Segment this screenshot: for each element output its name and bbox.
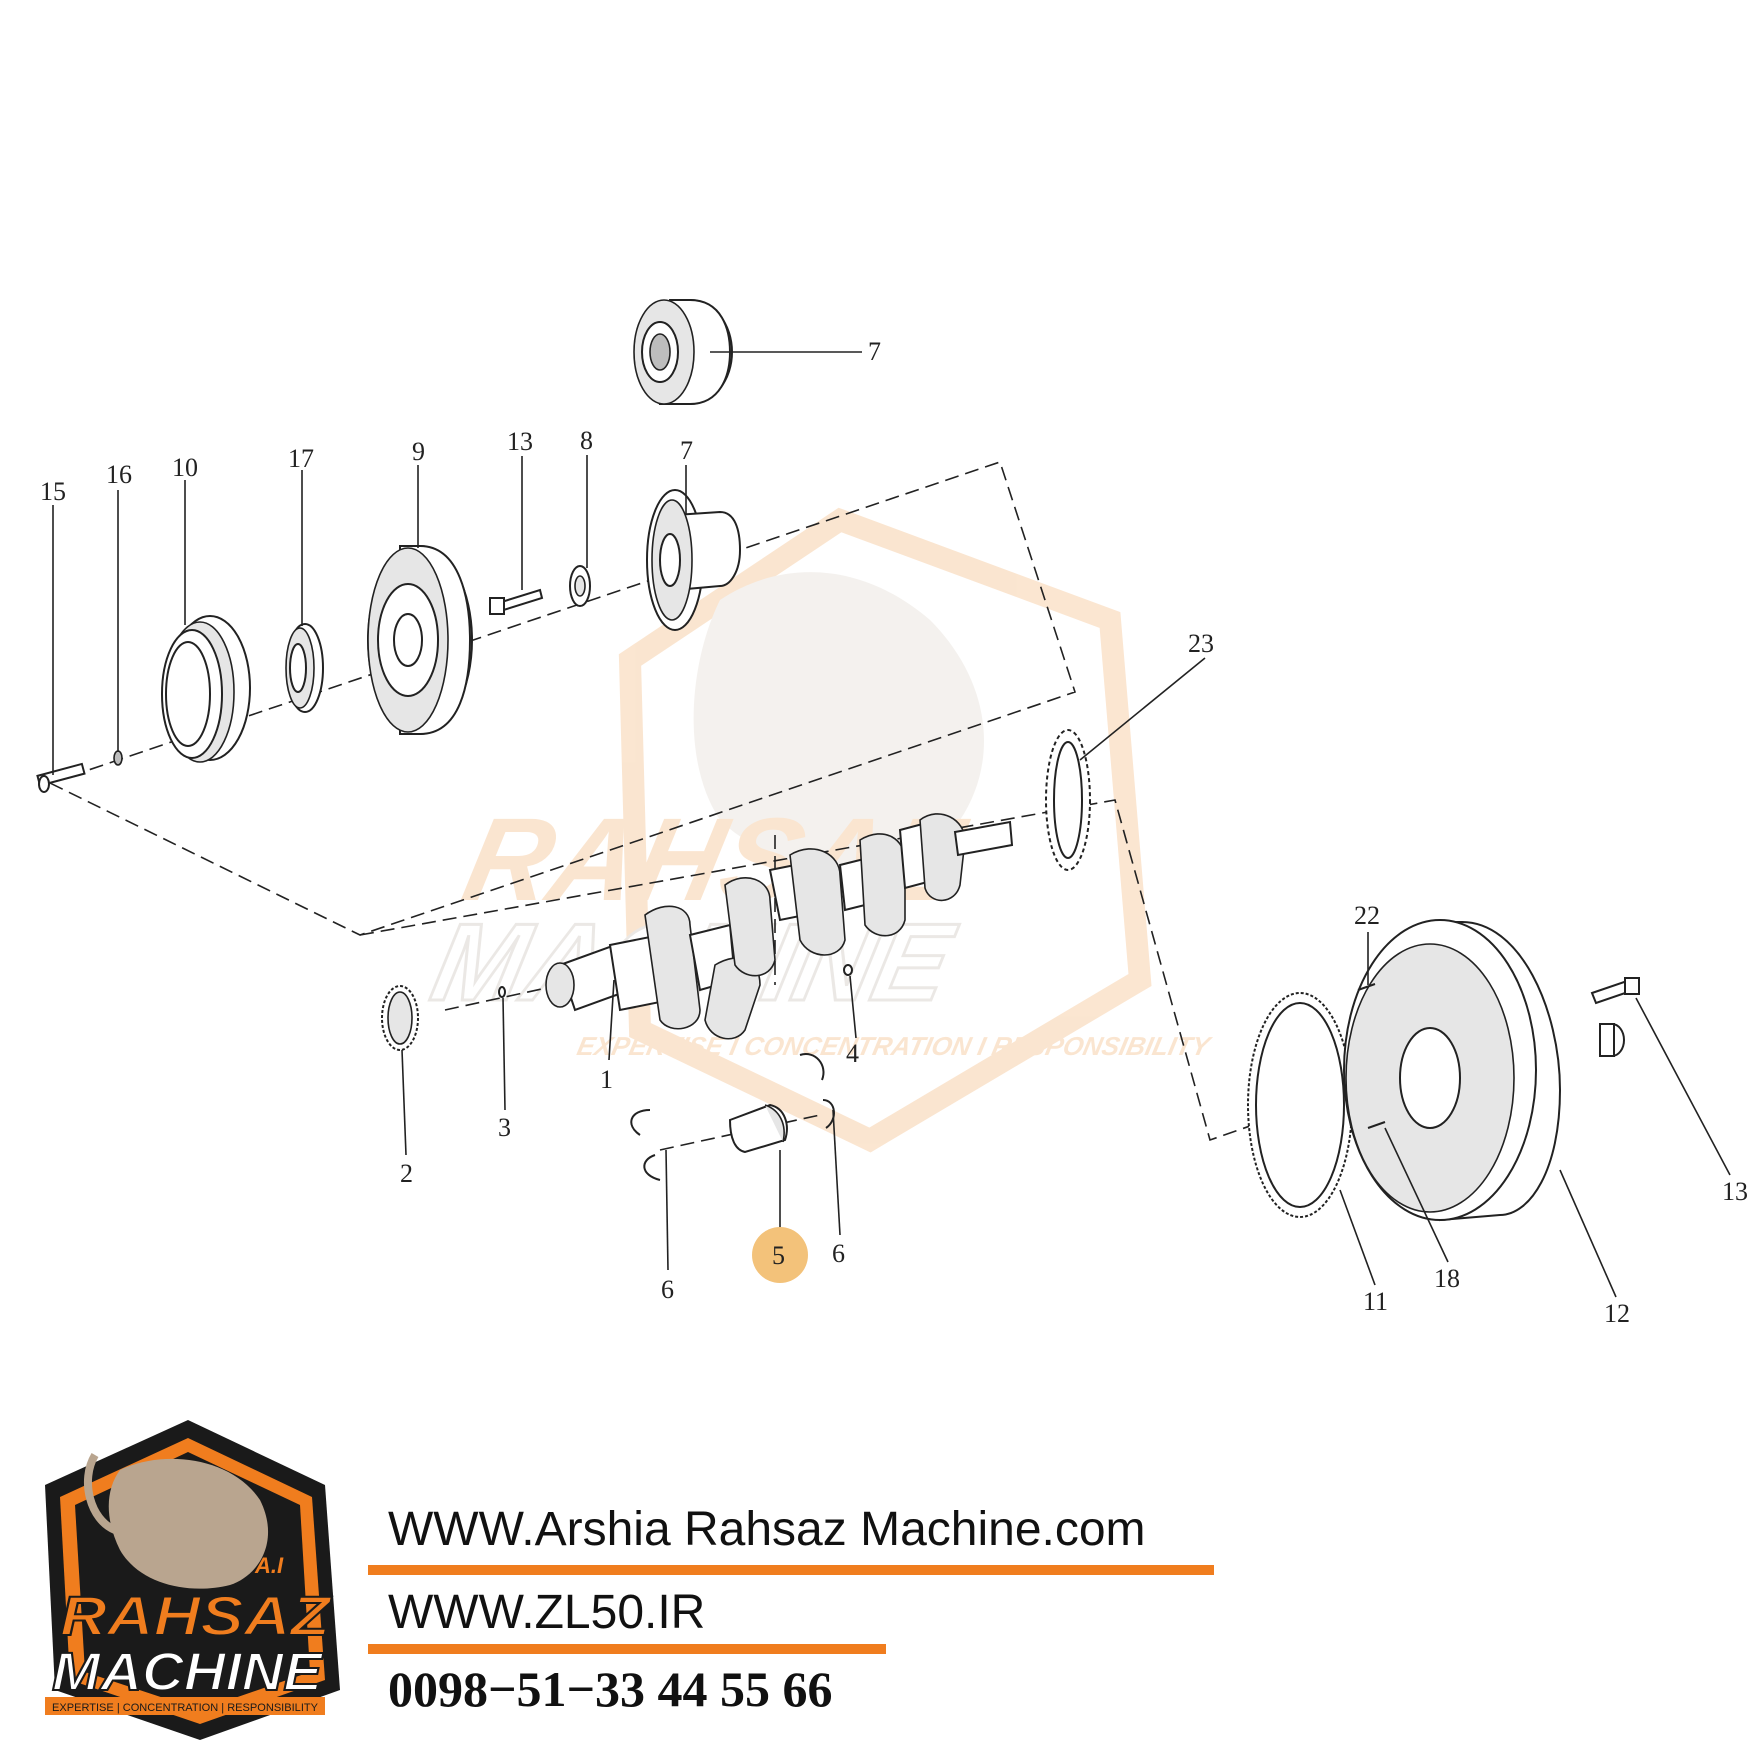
callout-23: 23 bbox=[1188, 629, 1214, 658]
part-18-dowel bbox=[1367, 1121, 1386, 1129]
logo-line1: RAHSAZ bbox=[60, 1584, 332, 1647]
callout-4: 4 bbox=[846, 1039, 859, 1068]
website-link-secondary[interactable]: WWW.ZL50.IR bbox=[388, 1586, 706, 1639]
callout-8: 8 bbox=[580, 426, 593, 455]
callout-13-left: 13 bbox=[507, 427, 533, 456]
part-6-thrust-washer-left bbox=[630, 1109, 661, 1181]
part-2-gear bbox=[381, 985, 419, 1051]
callout-16: 16 bbox=[106, 460, 132, 489]
website-link-primary[interactable]: WWW.Arshia Rahsaz Machine.com bbox=[388, 1503, 1146, 1556]
part-17-plate bbox=[285, 623, 324, 713]
orange-divider-2 bbox=[368, 1644, 886, 1654]
part-13-bolt bbox=[489, 588, 544, 615]
orange-divider-1 bbox=[368, 1565, 1214, 1575]
callout-3: 3 bbox=[498, 1113, 511, 1142]
part-7-bushing bbox=[633, 299, 733, 405]
part-10-pulley bbox=[161, 615, 251, 763]
callout-1: 1 bbox=[600, 1065, 613, 1094]
callout-22: 22 bbox=[1354, 901, 1380, 930]
part-11-ring-gear bbox=[1247, 992, 1353, 1218]
background-watermark: RAHSAZ MACHINE EXPERTISE I CONCENTRATION… bbox=[421, 507, 1215, 1153]
part-12-flywheel bbox=[1343, 919, 1562, 1222]
bushing-small bbox=[1599, 1023, 1625, 1057]
callout-labels: 7 15 16 10 17 9 13 8 7 23 22 4 1 2 3 6 5… bbox=[40, 337, 1748, 1328]
part-6-thrust-washer-right bbox=[799, 1053, 835, 1129]
callout-18: 18 bbox=[1434, 1264, 1460, 1293]
rahsaz-machine-logo: A.I RAHSAZ MACHINE EXPERTISE | CONCENTRA… bbox=[45, 1420, 340, 1740]
part-23-gear-ring bbox=[1045, 729, 1091, 871]
callout-7-hub: 7 bbox=[680, 436, 693, 465]
part-22-dowel bbox=[1357, 983, 1376, 991]
phone-number: 0098−51−33 44 55 66 bbox=[388, 1661, 833, 1717]
callout-13-right: 13 bbox=[1722, 1177, 1748, 1206]
watermark-tagline: EXPERTISE I CONCENTRATION I RESPONSIBILI… bbox=[574, 1031, 1214, 1061]
part-9-damper bbox=[367, 545, 473, 735]
callout-11: 11 bbox=[1363, 1287, 1388, 1316]
logo-line2: MACHINE bbox=[52, 1642, 324, 1702]
callout-9: 9 bbox=[412, 437, 425, 466]
leader-lines bbox=[52, 351, 1731, 1298]
highlight-callout-5 bbox=[752, 1227, 808, 1283]
part-15-bolt bbox=[36, 762, 86, 793]
callout-15: 15 bbox=[40, 477, 66, 506]
logo-badge: A.I bbox=[254, 1553, 284, 1578]
callout-17: 17 bbox=[288, 444, 314, 473]
part-7-hub bbox=[646, 489, 742, 631]
part-5-bearing bbox=[728, 1103, 788, 1154]
callout-10: 10 bbox=[172, 453, 198, 482]
callout-2: 2 bbox=[400, 1159, 413, 1188]
callout-5: 5 bbox=[772, 1241, 785, 1270]
logo-tagline: EXPERTISE | CONCENTRATION | RESPONSIBILI… bbox=[52, 1702, 319, 1714]
part-13-bolt-right bbox=[1590, 977, 1640, 1005]
callout-7-top: 7 bbox=[868, 337, 881, 366]
part-16-washer bbox=[113, 750, 123, 766]
callout-6-right: 6 bbox=[832, 1239, 845, 1268]
callout-12: 12 bbox=[1604, 1299, 1630, 1328]
part-3-pin bbox=[498, 986, 506, 998]
part-4-key bbox=[843, 964, 853, 976]
part-8-washer bbox=[569, 565, 591, 607]
callout-6-left: 6 bbox=[661, 1275, 674, 1304]
